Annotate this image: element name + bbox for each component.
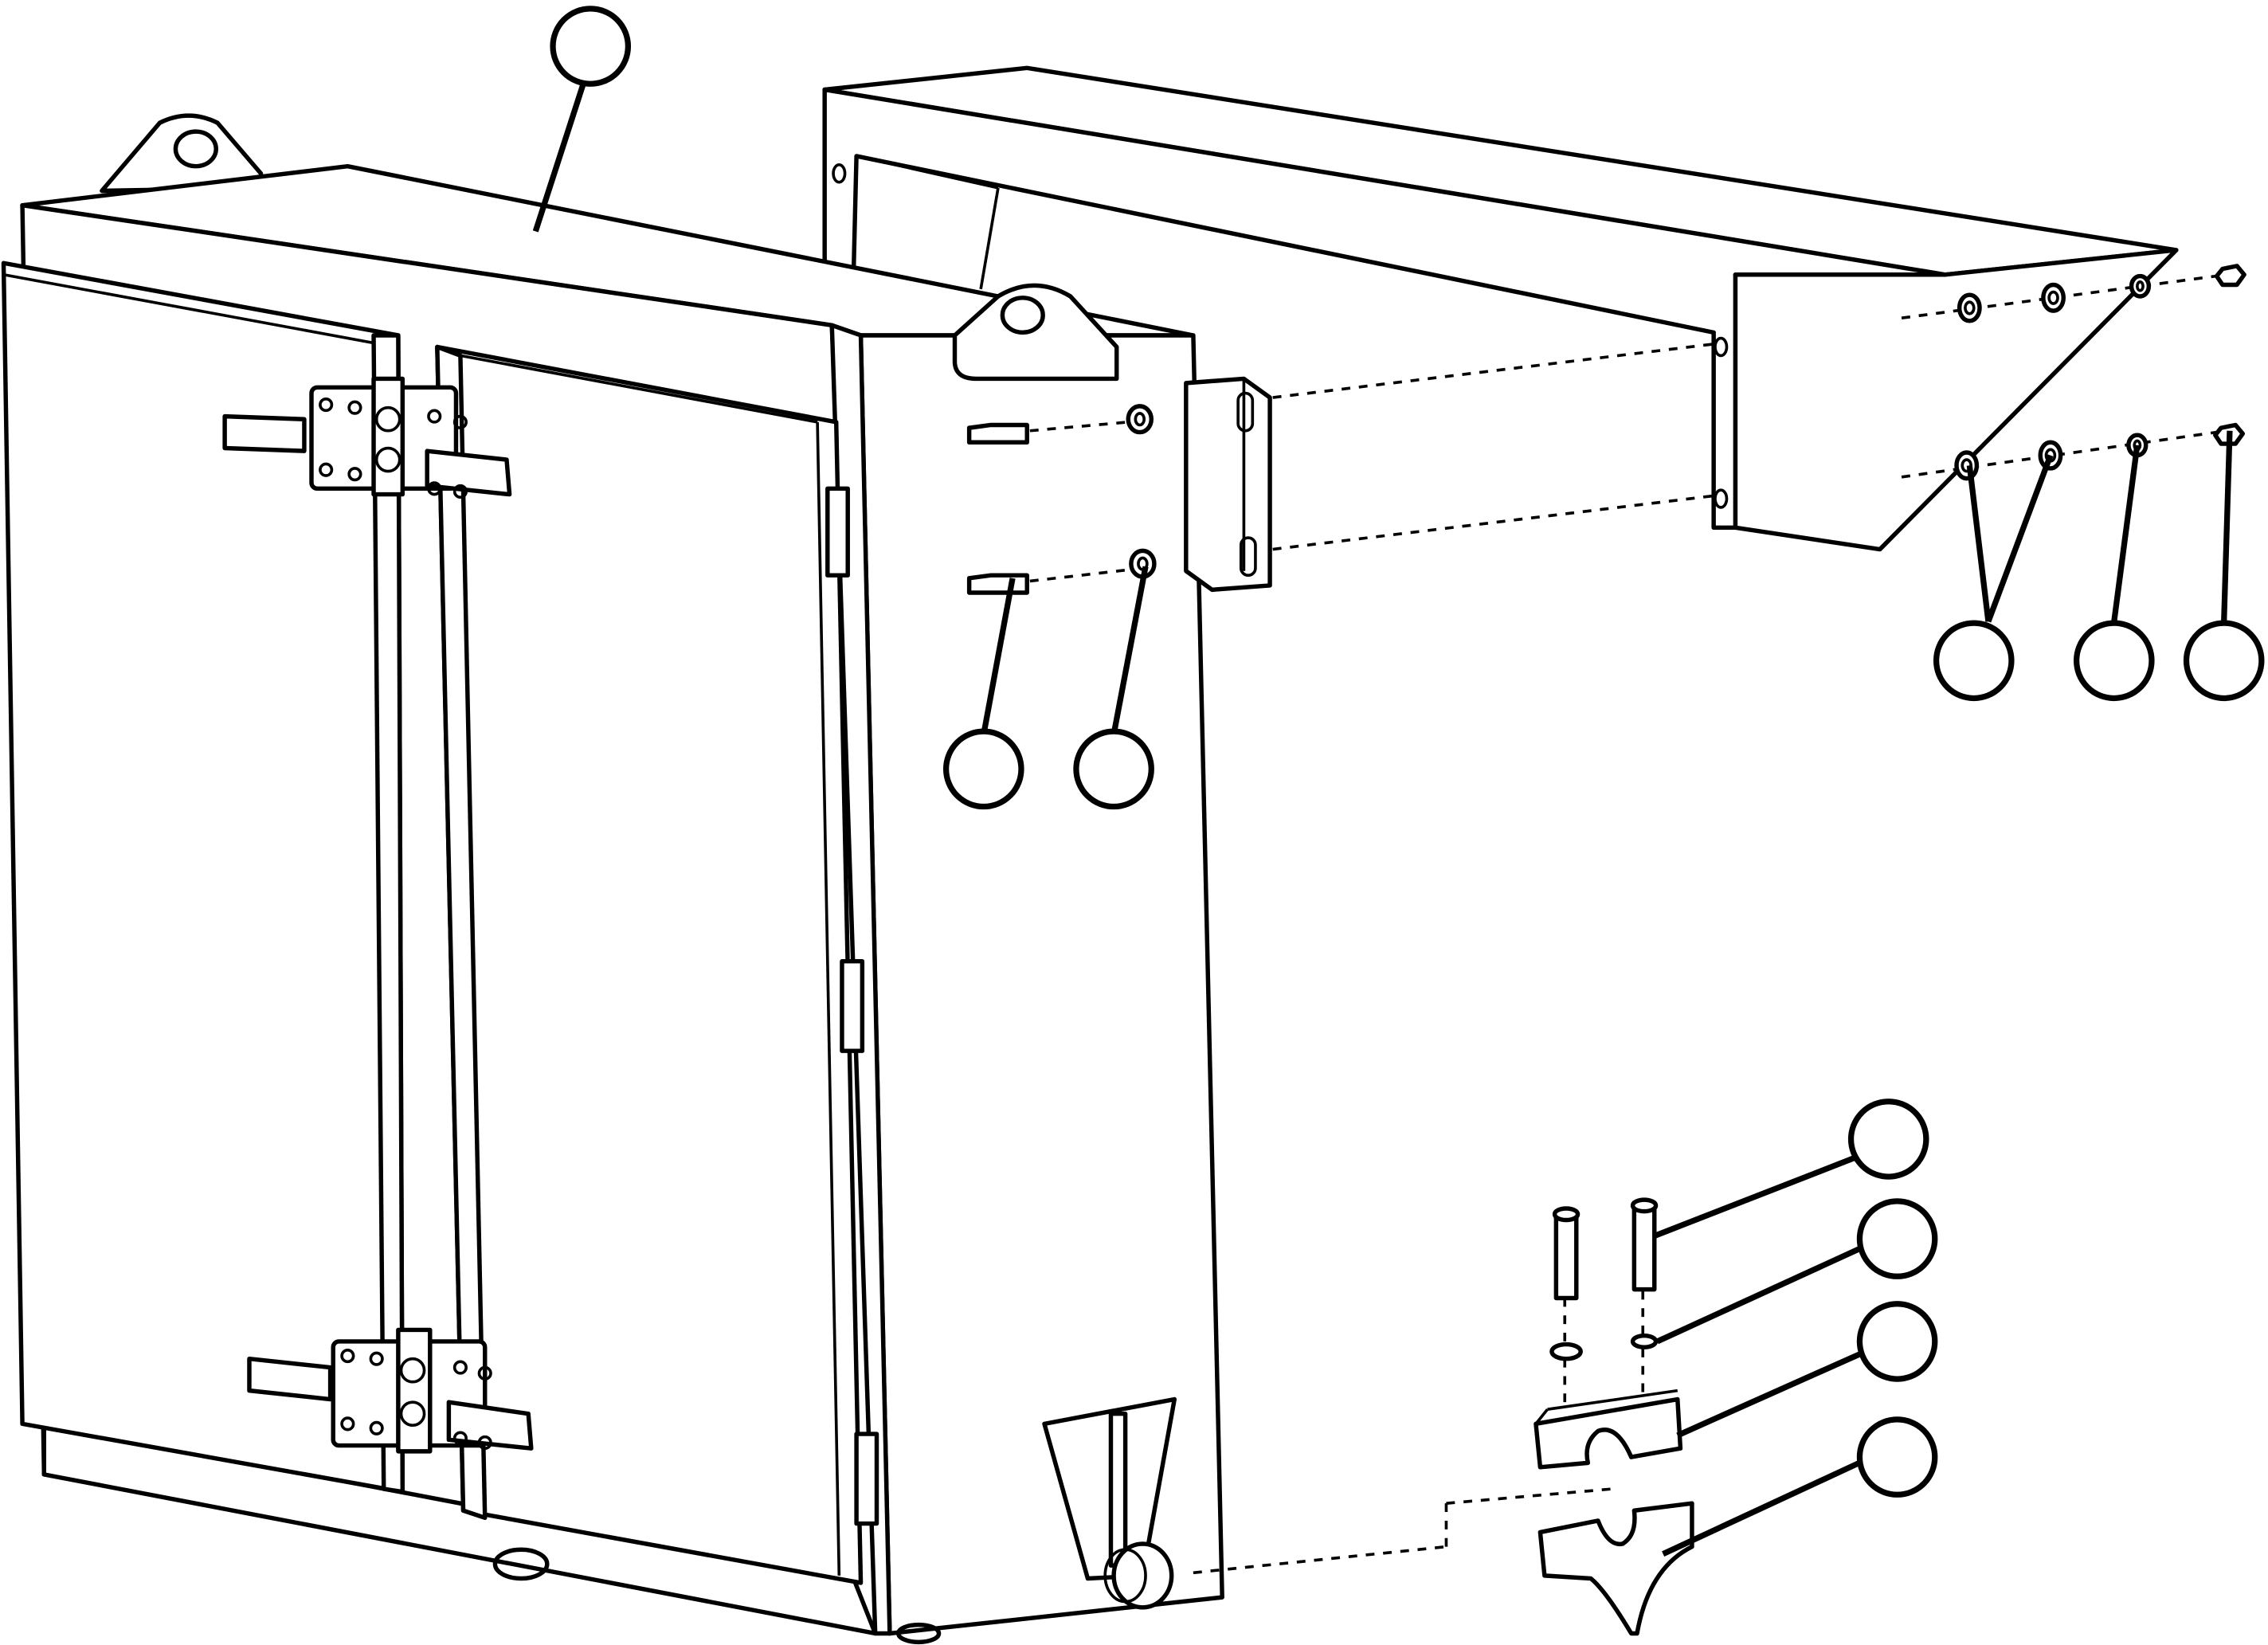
lower-latch <box>247 1327 534 1454</box>
hood-hardware <box>1954 264 2246 481</box>
balloon-flat-washers <box>1933 620 2015 702</box>
balloon-clamp-upper <box>1856 1301 1938 1382</box>
balloon-bolt <box>942 728 1024 810</box>
sun-hood <box>822 65 2179 552</box>
balloon-enclosure <box>550 6 632 87</box>
upper-latch <box>222 376 512 499</box>
pole-clamp <box>1042 1197 1694 1636</box>
door-hinges <box>825 486 879 1526</box>
mounting-bracket <box>1184 376 1272 593</box>
balloon-clamp-washer <box>1856 1198 1938 1279</box>
left-door <box>1 260 405 1494</box>
balloon-washer <box>1073 728 1154 810</box>
leader-lines <box>532 78 2233 1557</box>
balloon-clamp-bolt <box>1847 1099 1929 1180</box>
right-door <box>435 344 864 1585</box>
balloon-clamp-lower <box>1856 1416 1938 1498</box>
callout-balloons <box>550 6 2265 1498</box>
balloon-lock-washer <box>2073 620 2155 702</box>
balloon-nut <box>2183 620 2265 702</box>
